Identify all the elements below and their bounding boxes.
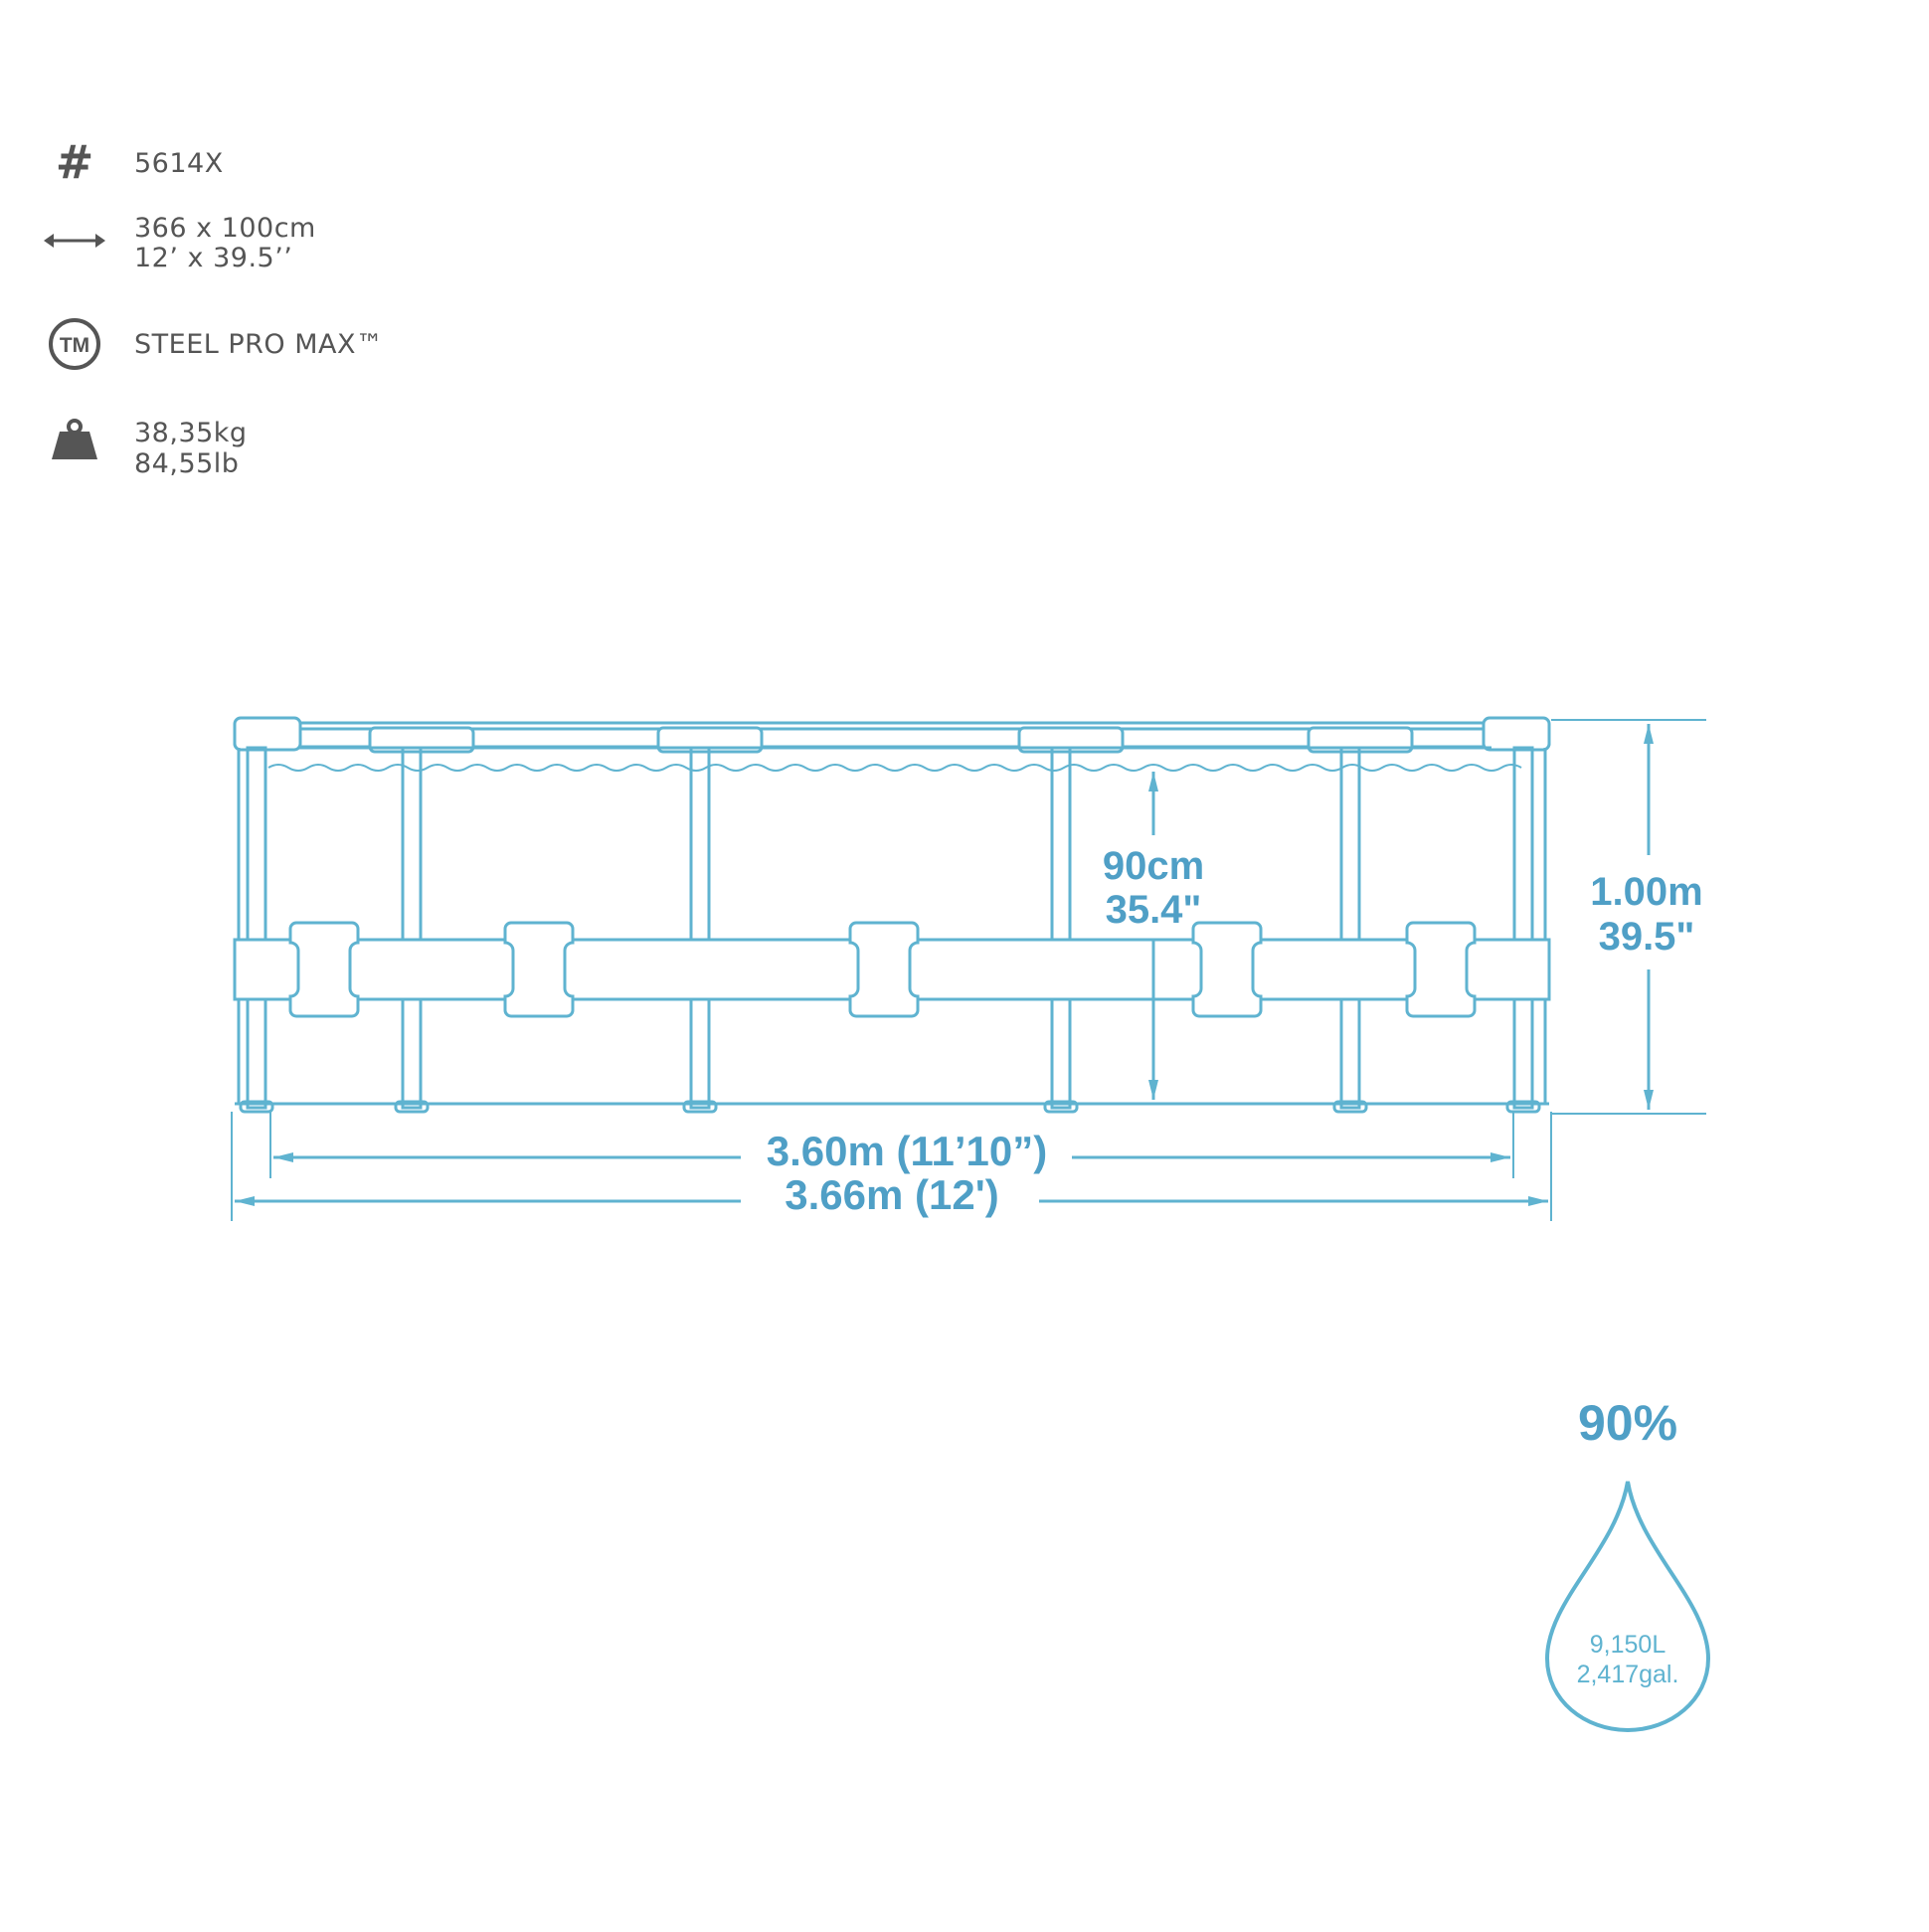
water-depth-imperial: 35.4" bbox=[1106, 888, 1202, 932]
model-number: 5614X bbox=[134, 148, 224, 179]
spec-model-row: # 5614X bbox=[0, 139, 597, 189]
capacity-liters: 9,150L bbox=[1590, 1631, 1666, 1659]
spec-weight-row: 38,35kg 84,55lb bbox=[0, 418, 597, 487]
size-imperial: 12’ x 39.5’’ bbox=[134, 243, 293, 273]
spec-size-row: 366 x 100cm 12’ x 39.5’’ bbox=[0, 213, 597, 282]
water-drop-icon bbox=[1544, 1481, 1711, 1733]
spec-brand-row: TM STEEL PRO MAX™ bbox=[0, 316, 597, 376]
capacity-gallons: 2,417gal. bbox=[1577, 1661, 1679, 1688]
water-depth-metric: 90cm bbox=[1103, 844, 1204, 888]
double-arrow-icon bbox=[40, 231, 109, 255]
inner-width-label: 3.60m (11’10”) bbox=[767, 1128, 1048, 1174]
total-height-metric: 1.00m bbox=[1590, 870, 1702, 914]
weight-imperial: 84,55lb bbox=[134, 448, 240, 479]
weight-icon bbox=[40, 418, 109, 465]
outer-width-label: 3.66m (12') bbox=[785, 1171, 998, 1218]
trademark-icon: TM bbox=[40, 316, 109, 376]
trademark-icon-text: TM bbox=[60, 334, 89, 357]
total-height-imperial: 39.5" bbox=[1599, 915, 1695, 959]
hash-icon: # bbox=[55, 135, 94, 189]
fill-percent: 90% bbox=[1578, 1395, 1677, 1451]
water-surface-line bbox=[267, 764, 1522, 772]
total-height-dimension bbox=[1551, 719, 1706, 1115]
width-dimensions bbox=[231, 1112, 1552, 1221]
brand-name: STEEL PRO MAX™ bbox=[134, 329, 384, 360]
pool-frame bbox=[233, 716, 1551, 1114]
weight-metric: 38,35kg bbox=[134, 418, 248, 448]
size-metric: 366 x 100cm bbox=[134, 213, 316, 244]
